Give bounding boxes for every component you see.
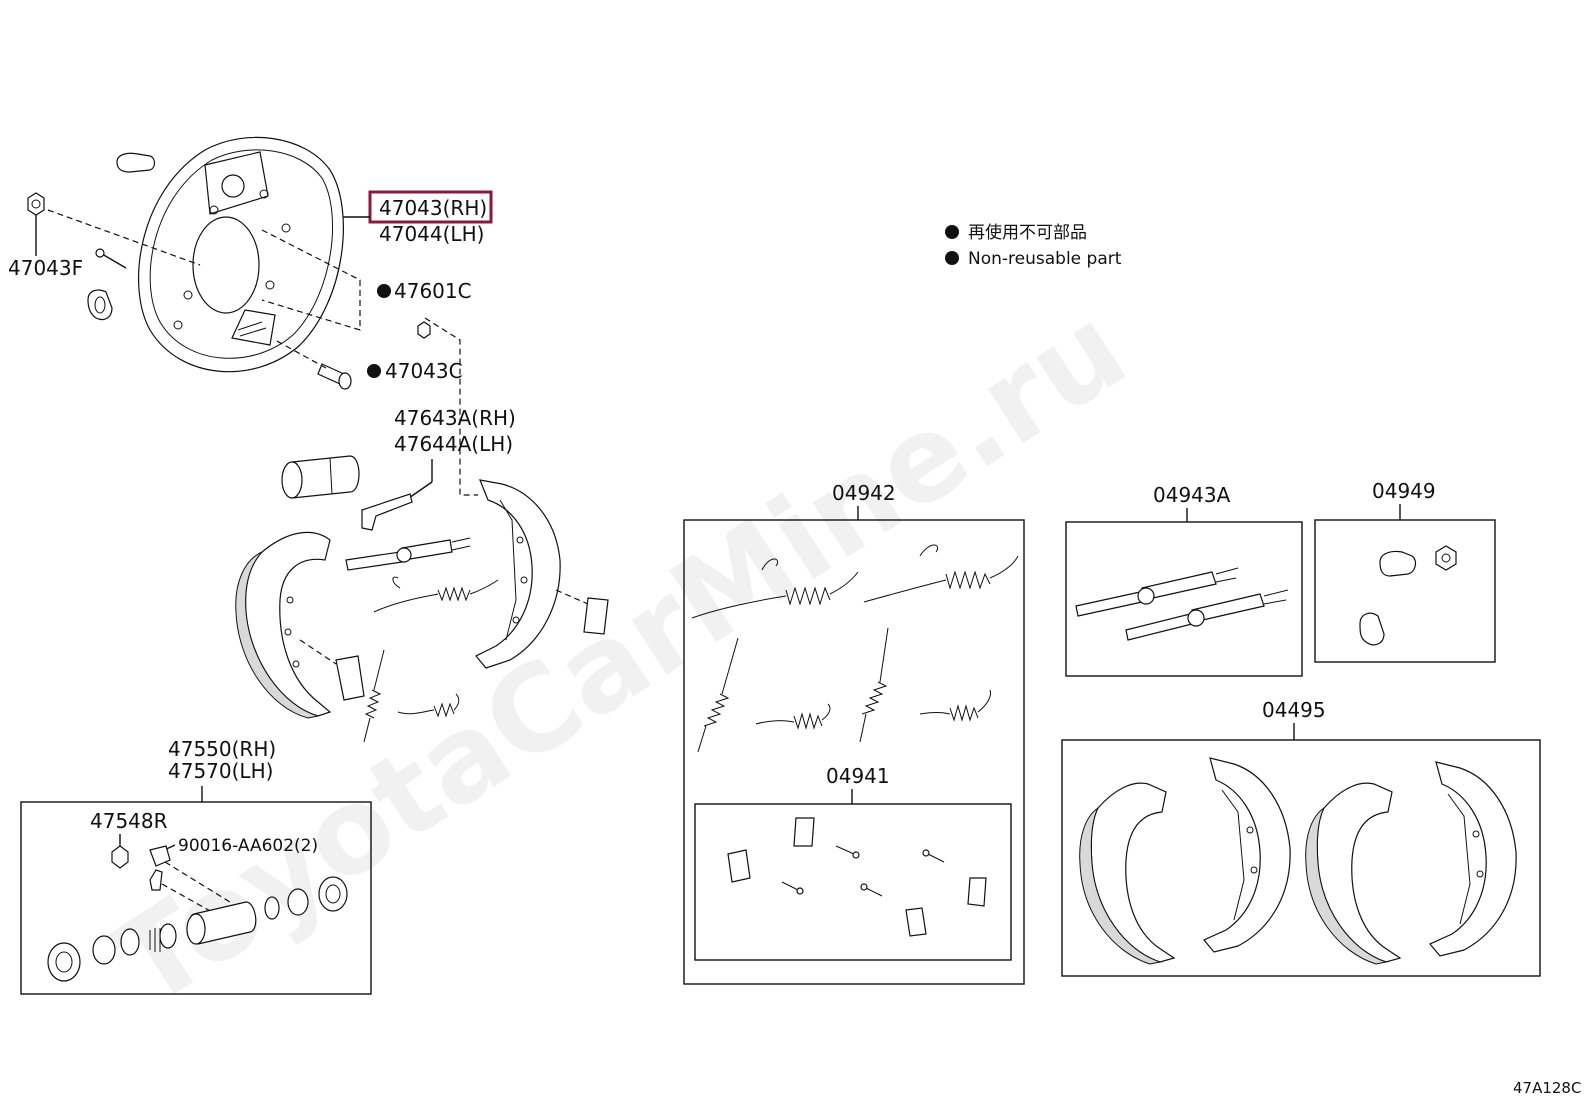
kit-box-47550[interactable] bbox=[20, 801, 372, 995]
return-spring-upper[interactable] bbox=[373, 576, 499, 613]
adjuster-assembly[interactable] bbox=[345, 537, 471, 571]
brake-shoe-set-04495[interactable] bbox=[1079, 757, 1517, 965]
non-reusable-marker-47043c bbox=[367, 364, 381, 378]
legend-bullet-jp bbox=[945, 225, 959, 239]
diagram-code: 47A128C bbox=[1513, 1079, 1581, 1097]
bolt-47043c[interactable] bbox=[317, 363, 352, 390]
label-04949[interactable]: 04949 bbox=[1372, 479, 1436, 503]
label-47044lh[interactable]: 47044(LH) bbox=[379, 222, 484, 246]
label-90016[interactable]: 90016-AA602(2) bbox=[178, 836, 318, 856]
kit-box-04941[interactable] bbox=[694, 803, 1012, 961]
brake-shoe-right[interactable] bbox=[475, 479, 561, 669]
label-04942[interactable]: 04942 bbox=[832, 481, 896, 505]
hole-plug-top[interactable] bbox=[116, 152, 156, 173]
label-04941[interactable]: 04941 bbox=[826, 764, 890, 788]
kit-box-04942[interactable] bbox=[683, 519, 1025, 985]
label-04943a[interactable]: 04943A bbox=[1153, 483, 1231, 507]
backing-plate[interactable] bbox=[138, 136, 344, 373]
nut-47043f[interactable] bbox=[27, 192, 45, 216]
label-47601c[interactable]: 47601C bbox=[394, 279, 472, 303]
legend-bullet-en bbox=[945, 251, 959, 265]
return-spring-lower[interactable] bbox=[363, 649, 460, 743]
plug-set-04949[interactable] bbox=[1359, 545, 1457, 646]
wheel-cylinder-kit-parts[interactable] bbox=[47, 845, 348, 982]
adjuster-set-04943a[interactable] bbox=[1075, 567, 1289, 641]
label-47043c[interactable]: 47043C bbox=[385, 359, 463, 383]
hold-down-set-04941[interactable] bbox=[727, 817, 987, 937]
kit-box-04495[interactable] bbox=[1061, 739, 1541, 977]
label-47550[interactable]: 47550(RH) bbox=[168, 737, 276, 761]
brake-shoe-left[interactable] bbox=[235, 531, 332, 719]
hold-down-clip-left[interactable] bbox=[335, 655, 365, 701]
label-47570[interactable]: 47570(LH) bbox=[168, 759, 273, 783]
legend-text-jp: 再使用不可部品 bbox=[968, 222, 1087, 243]
non-reusable-marker-47601c bbox=[377, 284, 391, 298]
label-47043rh[interactable]: 47043(RH) bbox=[379, 196, 487, 220]
spring-set-04942[interactable] bbox=[691, 544, 1019, 753]
nut-47601c[interactable] bbox=[417, 321, 431, 339]
label-47644a[interactable]: 47644A(LH) bbox=[394, 432, 513, 456]
hold-down-clip-right[interactable] bbox=[583, 597, 609, 635]
legend-text-en: Non-reusable part bbox=[968, 249, 1122, 269]
hole-plug-side[interactable] bbox=[87, 289, 113, 321]
kit-box-04949[interactable] bbox=[1314, 519, 1496, 663]
bolt-small[interactable] bbox=[95, 248, 127, 269]
label-47643a[interactable]: 47643A(RH) bbox=[394, 406, 516, 430]
label-47043f[interactable]: 47043F bbox=[8, 256, 83, 280]
highlight-box-47043rh bbox=[368, 190, 493, 224]
label-04495[interactable]: 04495 bbox=[1262, 698, 1326, 722]
wheel-cylinder-upper[interactable] bbox=[281, 455, 360, 499]
parking-brake-lever[interactable] bbox=[361, 493, 413, 531]
label-47548r[interactable]: 47548R bbox=[90, 809, 168, 833]
kit-box-04943a[interactable] bbox=[1065, 521, 1303, 677]
